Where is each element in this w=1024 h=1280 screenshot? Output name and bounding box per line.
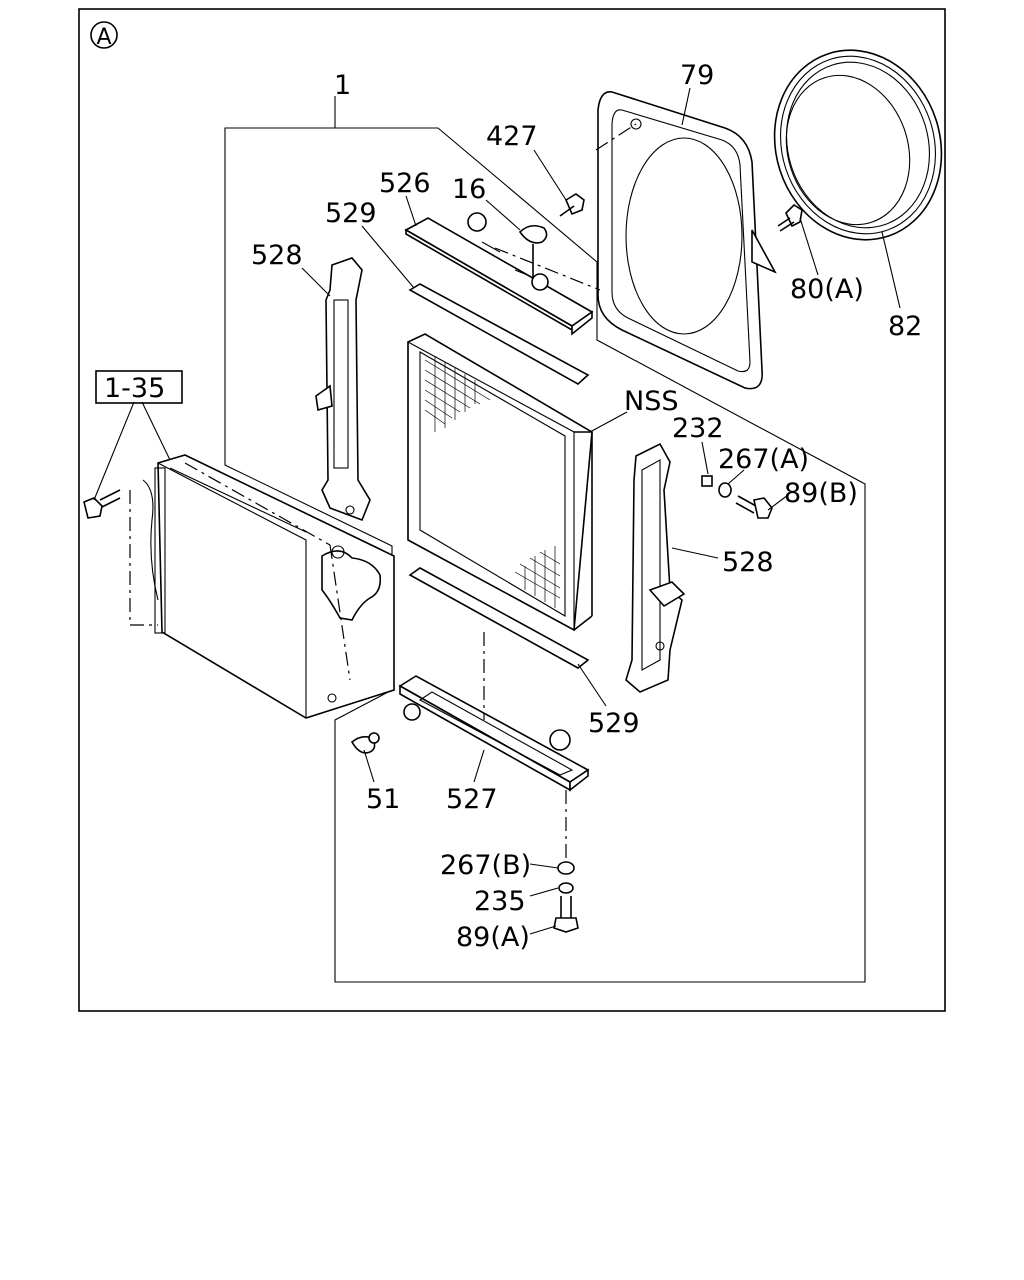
- lower-tank: [398, 675, 590, 792]
- radiator-body: [142, 454, 395, 719]
- left-side-bracket: [315, 257, 371, 522]
- bolt-80a: [777, 203, 803, 232]
- label-89a: 89(A): [456, 922, 530, 953]
- bolt-1-35: [83, 489, 121, 519]
- label-82: 82: [888, 311, 922, 342]
- washer-267b: [557, 861, 575, 875]
- drain-cock-51: [350, 732, 380, 754]
- label-89b: 89(B): [784, 478, 858, 509]
- view-marker: A: [90, 21, 118, 50]
- bolt-427: [559, 193, 585, 217]
- reference-box-1-35: [95, 370, 183, 404]
- label-1-35: 1-35: [104, 373, 165, 404]
- label-528-left: 528: [251, 240, 303, 271]
- washer-235: [558, 882, 574, 894]
- assembly-centerlines: [129, 123, 637, 862]
- label-267a: 267(A): [718, 444, 809, 475]
- fan-ring: [773, 49, 943, 241]
- label-232: 232: [672, 413, 724, 444]
- bolt-89a: [553, 896, 579, 933]
- bolt-89b: [735, 495, 773, 519]
- svg-text:A: A: [96, 25, 111, 50]
- label-235: 235: [474, 886, 526, 917]
- label-1: 1: [334, 70, 351, 101]
- leader-lines: [93, 87, 901, 935]
- label-527: 527: [446, 784, 498, 815]
- diagram-frame: [78, 8, 946, 1012]
- part-labels: 1 79 427 526 16 529 528 80(A) 82 1-35 NS…: [104, 60, 922, 953]
- right-side-bracket: [625, 442, 686, 693]
- nut-232: [701, 475, 713, 487]
- lower-seal: [408, 567, 590, 669]
- washer-267a: [718, 482, 732, 498]
- label-80a: 80(A): [790, 274, 864, 305]
- fan-shroud: [597, 91, 777, 390]
- label-529-top: 529: [325, 198, 377, 229]
- label-nss: NSS: [624, 386, 678, 417]
- upper-tank: [404, 212, 594, 336]
- radiator-core: [407, 333, 593, 632]
- label-267b: 267(B): [440, 850, 531, 881]
- label-427: 427: [486, 121, 538, 152]
- assembly-bracket-1: [224, 96, 866, 983]
- label-51: 51: [366, 784, 400, 815]
- label-16: 16: [452, 174, 486, 205]
- core-fin-grid: [424, 356, 561, 608]
- upper-seal: [408, 283, 590, 385]
- label-529-bottom: 529: [588, 708, 640, 739]
- label-526: 526: [379, 168, 431, 199]
- label-79: 79: [680, 60, 714, 91]
- label-528-right: 528: [722, 547, 774, 578]
